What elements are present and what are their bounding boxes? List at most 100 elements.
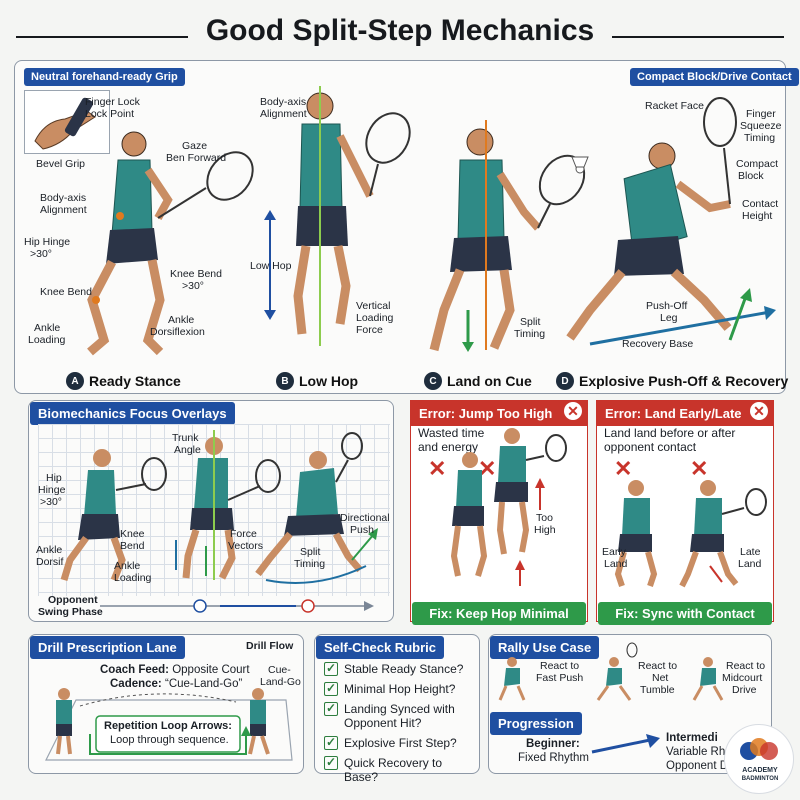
squeeze-label: Squeeze [740, 120, 782, 132]
grip-tag: Neutral forehand-ready Grip [24, 68, 185, 86]
knee-bend-label-a: Knee Bend [40, 286, 92, 298]
error-land-line2: opponent contact [604, 440, 697, 454]
ben-forward-label: Ben Forward [166, 152, 227, 164]
caption-text: Explosive Push-Off & Recovery [579, 373, 789, 389]
rally-header: Rally Use Case [490, 636, 600, 659]
ov-split-label: Split [300, 546, 321, 558]
ov-bend-label: Bend [120, 540, 145, 552]
caption-land-on-cue: C Land on Cue [424, 372, 532, 390]
contact-label: Contact [742, 198, 779, 210]
caption-text: Land on Cue [447, 373, 532, 389]
dorsiflexion-label: Dorsiflexion [150, 326, 205, 338]
finger-label: Finger [746, 108, 776, 120]
badge-d: D [556, 372, 574, 390]
rally-figures [498, 642, 724, 701]
figure-push-off [566, 97, 776, 346]
coach-feed-label: Coach Feed: [100, 664, 170, 676]
recovery-base-label: Recovery Base [622, 338, 694, 350]
knee-bend-label-b: Knee Bend [170, 268, 222, 280]
beginner-label: Beginner: [526, 738, 580, 750]
beginner-value: Fixed Rhythm [518, 752, 589, 764]
caption-text: Ready Stance [89, 373, 181, 389]
caption-push-off: D Explosive Push-Off & Recovery [556, 372, 788, 390]
rubric-item-label: Landing Synced with Opponent Hit? [344, 702, 455, 730]
push-off-label: Push-Off [646, 300, 688, 312]
shuttlecock-icon [571, 156, 589, 174]
rubric-item[interactable]: ✓Quick Recovery to Base? [324, 756, 476, 784]
coach-feed: Coach Feed: Opposite Court [100, 664, 250, 676]
caption-low-hop: B Low Hop [276, 372, 358, 390]
loop-title: Repetition Loop Arrows: [104, 720, 232, 732]
knee-angle-label: >30° [182, 280, 205, 292]
loop-desc: Loop through sequence. [110, 734, 229, 746]
swing-phase-timeline [100, 599, 374, 613]
finger-lock-label: Finger Lock [85, 96, 140, 108]
close-icon[interactable]: ✕ [750, 402, 768, 420]
hand-grip-icon [34, 97, 96, 150]
progression-arrow [591, 734, 660, 754]
fix-sync-with-contact: Fix: Sync with Contact [598, 602, 772, 625]
cue-label: Cue- [268, 664, 291, 676]
rubric-list: ✓ Stable Ready Stance? ✓ Minimal Hop Heigh… [324, 662, 476, 790]
cadence-value: “Cue-Land-Go” [164, 678, 243, 690]
ov-dorsif-label: Dorsif [36, 556, 64, 568]
hip-angle-label: >30° [30, 248, 53, 260]
figure-low-hop [293, 86, 411, 346]
rubric-item-label: Explosive First Step? [344, 736, 457, 750]
compact-label: Compact [736, 158, 779, 170]
body-axis-label-a: Body-axis [40, 192, 87, 204]
split-label: Split [520, 316, 541, 328]
checkbox-checked-icon[interactable]: ✓ [324, 661, 338, 676]
rubric-item[interactable]: ✓ Explosive First Step? [324, 736, 476, 750]
rubric-item[interactable]: ✓ Stable Ready Stance? [324, 662, 476, 676]
cadence-label: Cadence: [110, 678, 162, 690]
overlays-header: Biomechanics Focus Overlays [30, 402, 235, 425]
rally-item-2-l2: Net [652, 672, 669, 684]
checkbox-checked-icon[interactable]: ✓ [324, 701, 338, 716]
block-label: Block [738, 170, 764, 182]
racket-face-label: Racket Face [645, 100, 704, 112]
ov-trunk-angle-label: Angle [174, 444, 201, 456]
grip-inset [24, 90, 110, 154]
error-jump-line2: and energy [418, 440, 479, 454]
loading-label-b: Loading [356, 312, 394, 324]
x-mark-icon: ✕ [428, 456, 447, 481]
rally-item-1-l1: React to [540, 660, 580, 672]
drill-court [45, 688, 293, 761]
rubric-item[interactable]: ✓ Landing Synced with Opponent Hit? [324, 702, 476, 730]
logo-emblem-icon [740, 738, 778, 760]
close-icon[interactable]: ✕ [564, 402, 582, 420]
rubric-item-label: Stable Ready Stance? [344, 662, 464, 676]
hip-hinge-label: Hip Hinge [24, 236, 71, 248]
rubric-item-label: Minimal Hop Height? [344, 682, 456, 696]
ov-loading-label: Loading [114, 572, 152, 584]
ov-hinge-label: Hinge [38, 484, 66, 496]
error-jump-figures [450, 428, 567, 586]
height-label: Height [742, 210, 773, 222]
lock-point-label: Lock Point [85, 108, 135, 120]
page-title: Good Split-Step Mechanics [205, 14, 595, 47]
badge-a: A [66, 372, 84, 390]
ov-ankle-label: Ankle [36, 544, 63, 556]
logo-text-1: ACADEMY [742, 767, 778, 774]
rally-item-3-l1: React to [726, 660, 766, 672]
ov-ankle2-label: Ankle [114, 560, 141, 572]
early-land-label: Land [604, 558, 628, 570]
checkbox-checked-icon[interactable]: ✓ [324, 681, 338, 696]
caption-ready-stance: A Ready Stance [66, 372, 181, 390]
ov-timing-label: Timing [294, 558, 326, 570]
intermediate-label: Intermedi [666, 732, 718, 744]
ov-force-label: Force [230, 528, 257, 540]
figure-land-on-cue [429, 120, 586, 352]
badge-c: C [424, 372, 442, 390]
ov-opponent-label: Opponent [48, 594, 98, 606]
checkbox-checked-icon[interactable]: ✓ [324, 755, 338, 770]
ov-knee-label: Knee [120, 528, 145, 540]
low-hop-arrow [264, 210, 276, 320]
rubric-item[interactable]: ✓ Minimal Hop Height? [324, 682, 476, 696]
ov-directional-label: Directional [340, 512, 390, 524]
timing-label-b: Timing [744, 132, 776, 144]
x-mark-icon: ✕ [614, 456, 633, 481]
checkbox-checked-icon[interactable]: ✓ [324, 735, 338, 750]
ov-vectors-label: Vectors [228, 540, 264, 552]
